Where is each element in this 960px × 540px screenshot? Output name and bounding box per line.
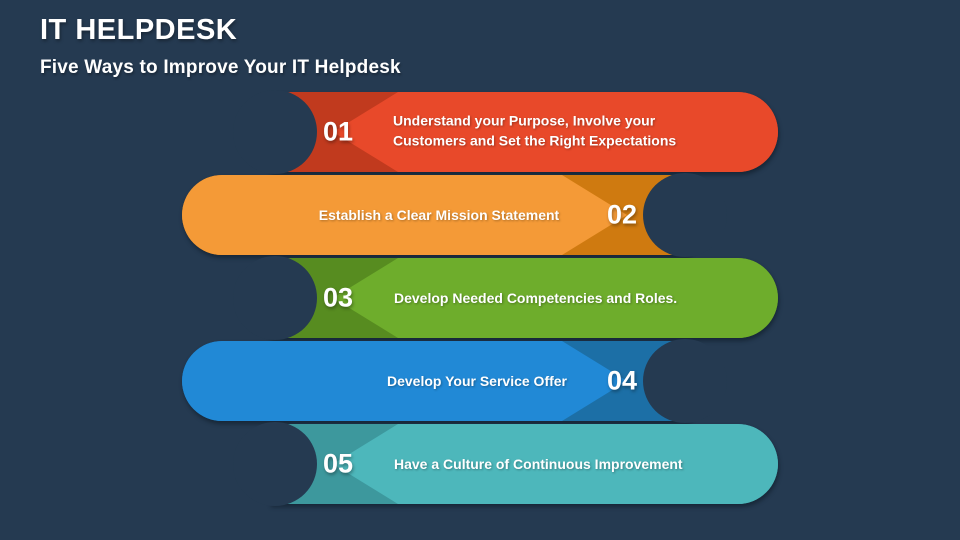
banner-2-text: Establish a Clear Mission Statement bbox=[318, 206, 560, 223]
banner-1-number: 01 bbox=[322, 116, 354, 147]
banner-4-body bbox=[182, 341, 627, 421]
banner-3-body bbox=[333, 258, 778, 338]
banner-1-body bbox=[333, 92, 778, 172]
slide-header: IT HELPDESK Five Ways to Improve Your IT… bbox=[40, 14, 401, 78]
banner-3-notch bbox=[233, 256, 317, 340]
banner-5-notch bbox=[233, 422, 317, 506]
banner-5-number: 05 bbox=[322, 448, 354, 479]
banner-2-ribbon bbox=[182, 175, 690, 255]
banner-2-body bbox=[182, 175, 627, 255]
banner-4-ribbon bbox=[182, 341, 690, 421]
banner-1-ribbon bbox=[270, 92, 778, 172]
banner-1-notch bbox=[233, 90, 317, 174]
slide-title: IT HELPDESK bbox=[40, 14, 238, 46]
banner-4-text: Develop Your Service Offer bbox=[387, 372, 567, 389]
banner-5-ribbon bbox=[270, 424, 778, 504]
banner-3-text: Develop Needed Competencies and Roles. bbox=[394, 289, 678, 306]
banner-4-number: 04 bbox=[606, 365, 638, 396]
banner-5-text: Have a Culture of Continuous Improvement bbox=[394, 455, 683, 472]
banner-4-notch bbox=[643, 339, 727, 423]
banner-2-notch bbox=[643, 173, 727, 257]
banner-2-number: 02 bbox=[606, 199, 638, 230]
banner-3-ribbon bbox=[270, 258, 778, 338]
banner-5-body bbox=[333, 424, 778, 504]
banner-1-text: Understand your Purpose, Involve your Cu… bbox=[393, 112, 677, 149]
slide-subtitle: Five Ways to Improve Your IT Helpdesk bbox=[40, 57, 401, 78]
banner-3-number: 03 bbox=[322, 282, 354, 313]
